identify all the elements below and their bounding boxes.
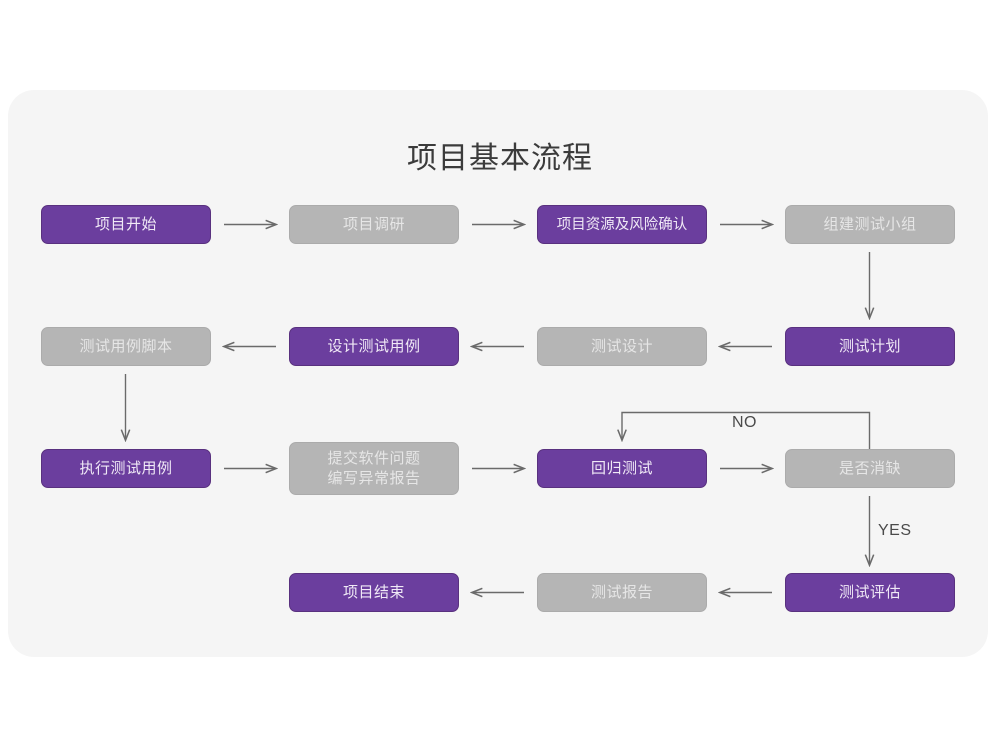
- node-test-report[interactable]: 测试报告: [537, 573, 707, 612]
- node-project-start[interactable]: 项目开始: [41, 205, 211, 244]
- node-test-plan[interactable]: 测试计划: [785, 327, 955, 366]
- node-test-case-script[interactable]: 测试用例脚本: [41, 327, 211, 366]
- node-regression-test[interactable]: 回归测试: [537, 449, 707, 488]
- page-title: 项目基本流程: [407, 142, 593, 175]
- node-form-test-team[interactable]: 组建测试小组: [785, 205, 955, 244]
- node-design-test-case[interactable]: 设计测试用例: [289, 327, 459, 366]
- edge-label-no: NO: [732, 414, 757, 431]
- node-execute-test-case[interactable]: 执行测试用例: [41, 449, 211, 488]
- node-submit-issue-report[interactable]: 提交软件问题 编写异常报告: [289, 442, 459, 495]
- node-test-design[interactable]: 测试设计: [537, 327, 707, 366]
- node-defect-cleared[interactable]: 是否消缺: [785, 449, 955, 488]
- node-resource-risk-confirm[interactable]: 项目资源及风险确认: [537, 205, 707, 244]
- edge-label-yes: YES: [878, 522, 912, 539]
- node-test-evaluation[interactable]: 测试评估: [785, 573, 955, 612]
- node-project-end[interactable]: 项目结束: [289, 573, 459, 612]
- node-project-research[interactable]: 项目调研: [289, 205, 459, 244]
- flowchart-card: [8, 90, 988, 657]
